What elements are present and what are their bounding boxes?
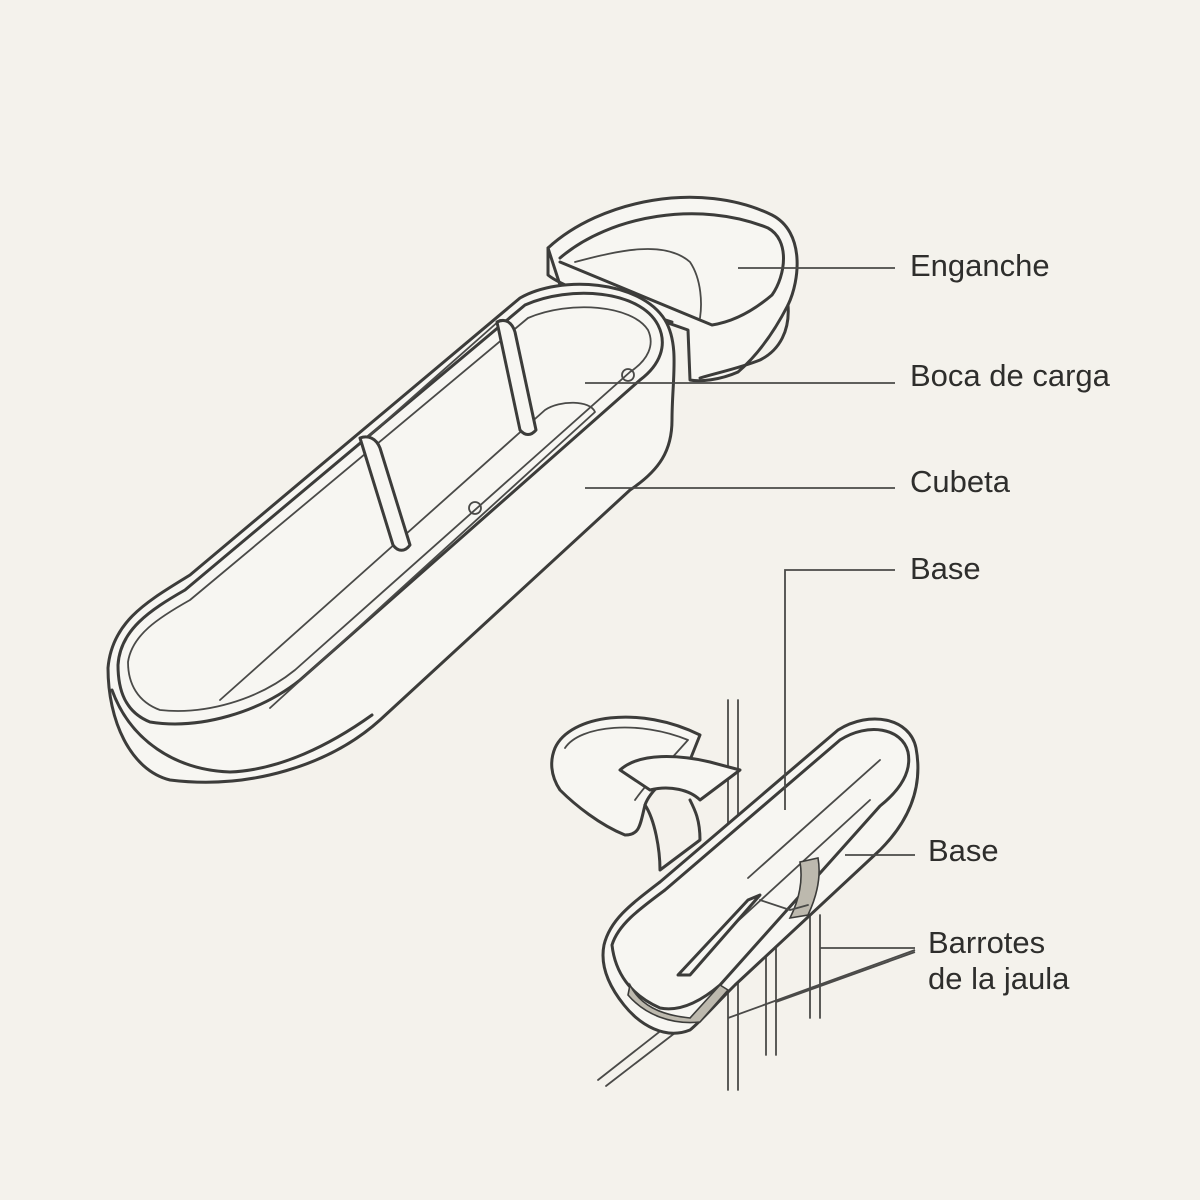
- tray-peg-1: [468, 501, 482, 515]
- hook-right-wall: [698, 303, 790, 380]
- hook-outer: [546, 195, 799, 383]
- tray-inner-rim: [127, 306, 652, 712]
- section-cut-left: [627, 982, 730, 1024]
- label-base-bottom: Base: [928, 833, 999, 868]
- tray-rim: [116, 291, 664, 726]
- label-barrotes-line2: de la jaula: [928, 961, 1070, 996]
- large-feeder: [106, 195, 799, 784]
- label-barrotes-line1: Barrotes: [928, 925, 1046, 960]
- section-cut-right: [788, 857, 820, 920]
- tray-wall-line: [361, 319, 501, 443]
- leader-lines: [585, 267, 916, 1019]
- mini-tray-divider: [676, 893, 762, 977]
- label-cubeta: Cubeta: [910, 464, 1010, 499]
- tray-bottom-curve: [110, 688, 374, 774]
- label-base-top: Base: [910, 551, 981, 586]
- leader-barrotes-3: [775, 951, 916, 1003]
- tray-divider-1: [358, 435, 412, 552]
- leader-base-top: [784, 569, 895, 810]
- mini-hook-outer: [550, 715, 702, 837]
- tray-divider-2: [495, 318, 538, 436]
- mini-tray-base-line: [759, 899, 809, 911]
- label-boca-de-carga: Boca de carga: [910, 358, 1110, 393]
- label-enganche: Enganche: [910, 248, 1050, 283]
- hook-ramp: [574, 248, 702, 319]
- tray-floor-line: [219, 401, 596, 709]
- mini-tray-rim: [610, 728, 911, 1011]
- leader-barrotes-2: [727, 949, 916, 1019]
- mounted-feeder: [550, 699, 920, 1091]
- mini-hook-clip: [618, 755, 742, 802]
- hook-inner-rim: [558, 212, 785, 327]
- tray-part: [106, 282, 676, 784]
- mini-hook-neck: [643, 798, 702, 872]
- mini-tray-floor-2: [747, 759, 881, 879]
- tray-peg-2: [621, 368, 635, 382]
